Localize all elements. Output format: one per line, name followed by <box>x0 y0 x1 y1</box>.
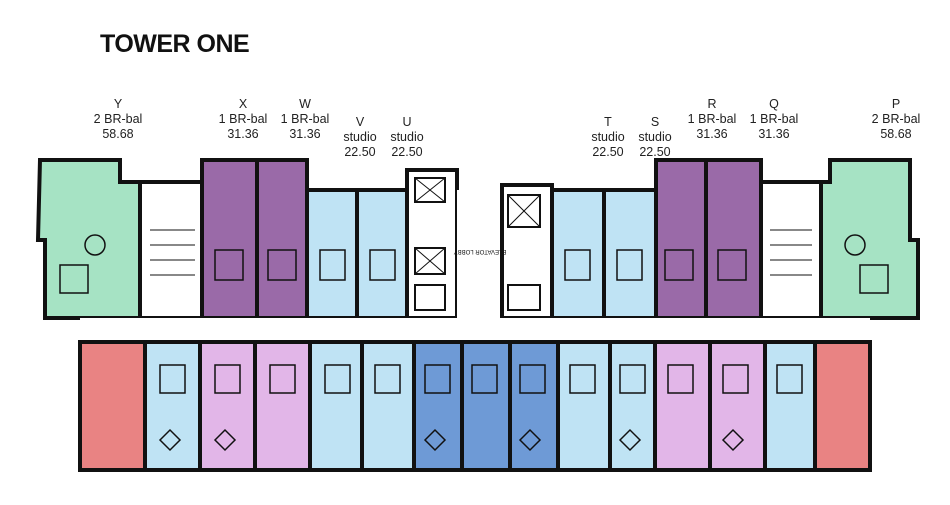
unit-area: 31.36 <box>758 127 790 141</box>
unit-bottom-13[interactable] <box>708 340 767 472</box>
unit-bottom-2[interactable] <box>143 340 202 472</box>
unit-label-p: P 2 BR-bal 58.68 <box>872 97 921 142</box>
unit-w-area[interactable] <box>255 158 309 320</box>
unit-u-area[interactable] <box>355 188 409 320</box>
unit-label-y: Y 2 BR-bal 58.68 <box>94 97 143 142</box>
unit-s-area[interactable] <box>602 188 658 320</box>
unit-area: 58.68 <box>880 127 912 141</box>
page-title: TOWER ONE <box>100 30 250 58</box>
elevator-lobby-label: ELEVATOR LOBBY <box>454 248 507 254</box>
unit-code: X <box>238 97 248 111</box>
elevator-core <box>405 168 459 320</box>
unit-type: 2 BR-bal <box>871 112 921 126</box>
stair-left <box>138 180 204 320</box>
unit-code: W <box>299 97 311 111</box>
unit-label-r: R 1 BR-bal 31.36 <box>688 97 737 142</box>
unit-label-s: S studio 22.50 <box>638 115 671 160</box>
unit-label-v: V studio 22.50 <box>343 115 376 160</box>
unit-bottom-9[interactable] <box>508 340 560 472</box>
unit-x-area[interactable] <box>200 158 259 320</box>
unit-area: 31.36 <box>696 127 728 141</box>
unit-type: studio <box>343 130 377 144</box>
unit-label-t: T studio 22.50 <box>591 115 624 160</box>
elevator-lobby <box>457 190 502 318</box>
unit-label-u: U studio 22.50 <box>390 115 423 160</box>
unit-bottom-11[interactable] <box>608 340 657 472</box>
unit-area: 22.50 <box>592 145 624 159</box>
unit-area: 22.50 <box>391 145 423 159</box>
unit-bottom-14[interactable] <box>763 340 817 472</box>
unit-bottom-3[interactable] <box>198 340 257 472</box>
unit-bottom-8[interactable] <box>460 340 512 472</box>
unit-type: 1 BR-bal <box>280 112 330 126</box>
unit-code: P <box>891 97 901 111</box>
unit-bottom-10[interactable] <box>556 340 612 472</box>
unit-bottom-7[interactable] <box>412 340 464 472</box>
unit-bottom-6[interactable] <box>360 340 416 472</box>
unit-type: 1 BR-bal <box>687 112 737 126</box>
unit-label-q: Q 1 BR-bal 31.36 <box>750 97 799 142</box>
unit-bottom-5[interactable] <box>308 340 364 472</box>
bottom-row <box>78 340 872 472</box>
elevator-core-right <box>500 183 554 320</box>
unit-t-area[interactable] <box>550 188 606 320</box>
unit-code: U <box>402 115 412 129</box>
unit-label-x: X 1 BR-bal 31.36 <box>219 97 268 142</box>
unit-p-area[interactable] <box>819 158 920 320</box>
unit-code: T <box>604 115 612 129</box>
corridor <box>80 318 870 342</box>
unit-code: R <box>707 97 717 111</box>
unit-area: 58.68 <box>102 127 134 141</box>
unit-type: 1 BR-bal <box>749 112 799 126</box>
unit-area: 31.36 <box>289 127 321 141</box>
stair-right <box>759 180 823 320</box>
unit-bottom-12[interactable] <box>653 340 712 472</box>
unit-bottom-1[interactable] <box>78 340 147 472</box>
unit-type: studio <box>638 130 672 144</box>
unit-code: Q <box>769 97 779 111</box>
unit-label-w: W 1 BR-bal 31.36 <box>281 97 330 142</box>
unit-area: 22.50 <box>639 145 671 159</box>
unit-code: Y <box>113 97 123 111</box>
unit-area: 31.36 <box>227 127 259 141</box>
unit-y-area[interactable] <box>35 158 142 320</box>
unit-type: studio <box>390 130 424 144</box>
unit-type: 2 BR-bal <box>93 112 143 126</box>
unit-bottom-4[interactable] <box>253 340 312 472</box>
unit-code: V <box>355 115 365 129</box>
fixtures <box>59 234 889 452</box>
unit-v-area[interactable] <box>305 188 359 320</box>
unit-code: S <box>650 115 660 129</box>
unit-q-area[interactable] <box>704 158 763 320</box>
unit-area: 22.50 <box>344 145 376 159</box>
unit-bottom-15[interactable] <box>813 340 872 472</box>
unit-r-area[interactable] <box>654 158 708 320</box>
unit-type: 1 BR-bal <box>218 112 268 126</box>
unit-type: studio <box>591 130 625 144</box>
